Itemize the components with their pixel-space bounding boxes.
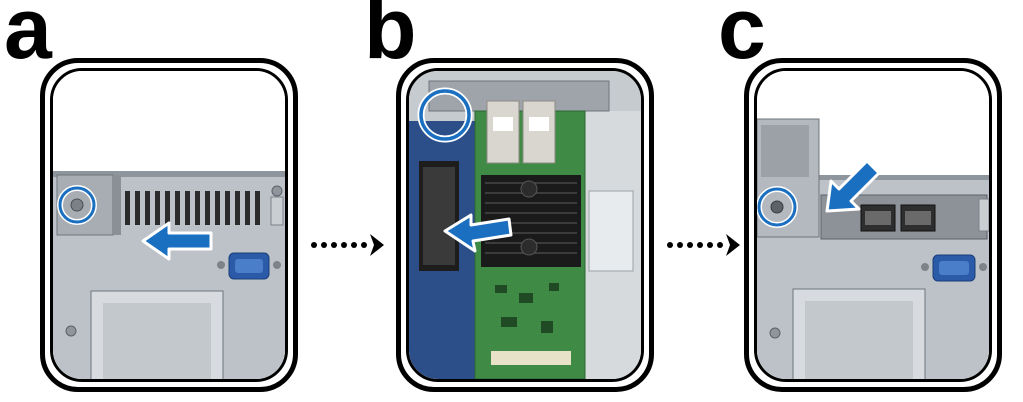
serial-port xyxy=(217,252,281,280)
screw-highlight-icon xyxy=(58,186,96,224)
bracket-screw xyxy=(770,200,784,214)
step-c-photo xyxy=(754,68,992,382)
sfp-ports xyxy=(860,204,936,232)
step-a-illustration xyxy=(53,71,285,379)
step-b-panel xyxy=(396,58,654,392)
push-arrow-icon xyxy=(825,159,881,213)
network-card xyxy=(474,100,586,379)
step-b-illustration xyxy=(409,71,641,379)
push-arrow-icon xyxy=(141,221,213,261)
vent-slots xyxy=(125,191,260,225)
step-letter-b: b xyxy=(364,0,417,77)
serial-port xyxy=(921,254,987,282)
step-letter-c: c xyxy=(718,0,766,77)
push-arrow-icon xyxy=(443,213,513,253)
screw-highlight-icon xyxy=(757,187,797,227)
bracket-screw xyxy=(70,198,84,212)
step-a-photo xyxy=(50,68,288,382)
step-c-illustration xyxy=(757,71,989,379)
dotted-arrow-icon xyxy=(311,234,384,256)
dotted-arrow-icon xyxy=(667,234,740,256)
step-c-panel xyxy=(744,58,1002,392)
step-a-panel xyxy=(40,58,298,392)
step-b-photo xyxy=(406,68,644,382)
screw-highlight-icon xyxy=(419,89,471,141)
step-letter-a: a xyxy=(4,0,52,77)
slot-bracket xyxy=(56,174,114,236)
